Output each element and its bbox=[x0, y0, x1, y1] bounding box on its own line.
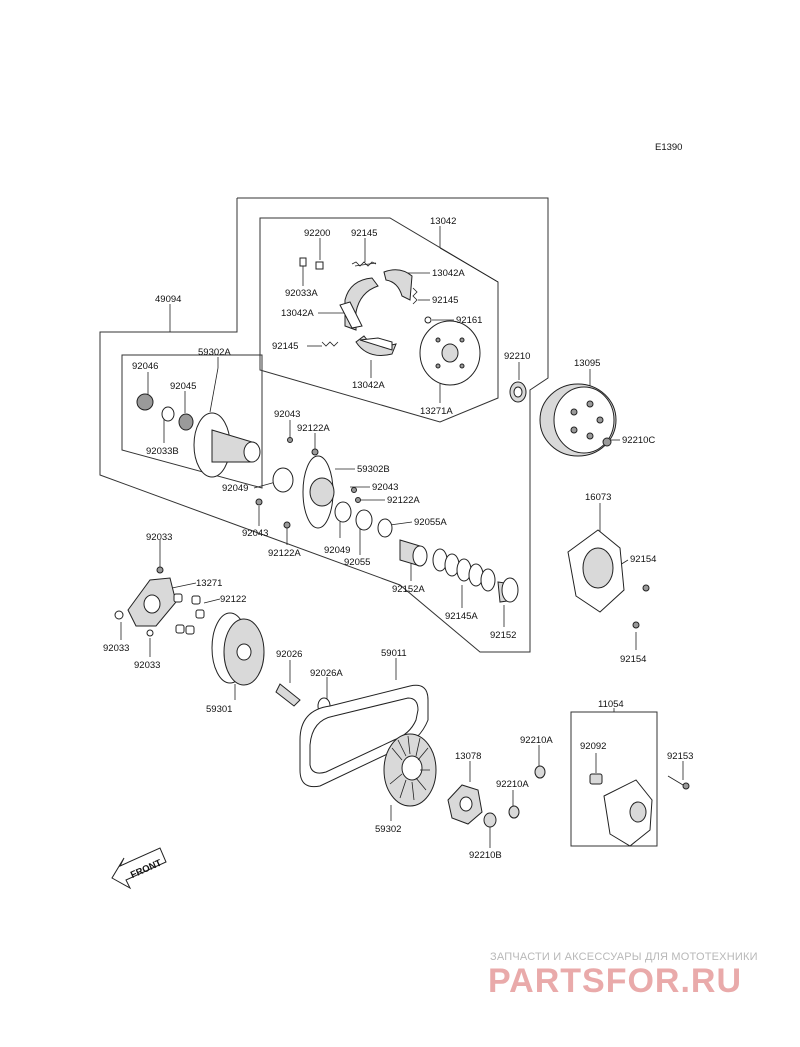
drive-face-59302B bbox=[255, 437, 393, 538]
label-11054: 11054 bbox=[598, 699, 624, 710]
label-92161: 92161 bbox=[456, 315, 482, 326]
label-92210: 92210 bbox=[504, 351, 530, 362]
label-92152: 92152 bbox=[490, 630, 516, 641]
label-92092: 92092 bbox=[580, 741, 606, 752]
label-92046: 92046 bbox=[132, 361, 158, 372]
label-13042A-a: 13042A bbox=[432, 268, 465, 279]
clutch-plate-13271A bbox=[419, 316, 481, 386]
label-92154-a: 92154 bbox=[630, 554, 656, 565]
nut-92210 bbox=[509, 381, 527, 403]
drive-plate-13078 bbox=[447, 765, 546, 828]
label-92210C: 92210C bbox=[622, 435, 655, 446]
label-59302: 59302 bbox=[375, 824, 401, 835]
label-92055: 92055 bbox=[344, 557, 370, 568]
watermark-logo: PARTSFOR.RU bbox=[488, 962, 743, 1000]
label-92154-b: 92154 bbox=[620, 654, 646, 665]
watermark-tagline: ЗАПЧАСТИ И АКСЕССУАРЫ ДЛЯ МОТОТЕХНИКИ bbox=[490, 951, 758, 963]
label-92122: 92122 bbox=[220, 594, 246, 605]
group-outline-59302A bbox=[121, 354, 263, 489]
label-92200: 92200 bbox=[304, 228, 330, 239]
label-92122A-b: 92122A bbox=[387, 495, 420, 506]
label-16073: 16073 bbox=[585, 492, 611, 503]
label-59011: 59011 bbox=[381, 648, 407, 659]
label-59301: 59301 bbox=[206, 704, 232, 715]
label-13042A-c: 13042A bbox=[352, 380, 385, 391]
clutch-housing-13095 bbox=[539, 383, 617, 457]
label-92210B: 92210B bbox=[469, 850, 502, 861]
label-92145-b: 92145 bbox=[432, 295, 458, 306]
label-92055A: 92055A bbox=[414, 517, 447, 528]
label-92210A-b: 92210A bbox=[496, 779, 529, 790]
label-13078: 13078 bbox=[455, 751, 481, 762]
drive-belt-59011 bbox=[299, 684, 429, 788]
group-outline-13042 bbox=[259, 217, 499, 423]
front-arrow-icon: FRONT bbox=[111, 847, 167, 890]
label-13042: 13042 bbox=[430, 216, 456, 227]
label-59302A: 59302A bbox=[198, 347, 231, 358]
label-92026A: 92026A bbox=[310, 668, 343, 679]
label-92043-b: 92043 bbox=[372, 482, 398, 493]
label-92049-a: 92049 bbox=[222, 483, 248, 494]
diagram-code: E1390 bbox=[655, 142, 682, 153]
label-13271: 13271 bbox=[196, 578, 222, 589]
label-13271A: 13271A bbox=[420, 406, 453, 417]
label-92026: 92026 bbox=[276, 649, 302, 660]
label-92152A: 92152A bbox=[392, 584, 425, 595]
label-92145-c: 92145 bbox=[272, 341, 298, 352]
torque-spring-set bbox=[399, 539, 519, 603]
cover-16073 bbox=[567, 529, 650, 629]
label-13042A-b: 13042A bbox=[281, 308, 314, 319]
cover-assembly-11054 bbox=[589, 773, 690, 847]
label-92210A-a: 92210A bbox=[520, 735, 553, 746]
clutch-shoe-assembly-13042 bbox=[299, 257, 418, 356]
label-92122A-a: 92122A bbox=[297, 423, 330, 434]
label-92049-b: 92049 bbox=[324, 545, 350, 556]
label-92145-a: 92145 bbox=[351, 228, 377, 239]
label-92145A: 92145A bbox=[445, 611, 478, 622]
label-92033A: 92033A bbox=[285, 288, 318, 299]
label-92043-c: 92043 bbox=[242, 528, 268, 539]
label-92033-a: 92033 bbox=[146, 532, 172, 543]
group-outline-49094 bbox=[99, 197, 549, 653]
ramp-plate-13271 bbox=[114, 566, 205, 637]
label-92033B: 92033B bbox=[146, 446, 179, 457]
label-92033-b: 92033 bbox=[103, 643, 129, 654]
label-92043-a: 92043 bbox=[274, 409, 300, 420]
fan-pulley-59302 bbox=[383, 733, 437, 807]
pulley-59301 bbox=[211, 612, 265, 686]
label-92033-c: 92033 bbox=[134, 660, 160, 671]
label-59302B: 59302B bbox=[357, 464, 390, 475]
part-labels: 49094 13042 92200 92145 13042A 92033A 92… bbox=[103, 216, 693, 861]
label-49094: 49094 bbox=[155, 294, 181, 305]
label-13095: 13095 bbox=[574, 358, 600, 369]
label-92153: 92153 bbox=[667, 751, 693, 762]
label-92122A-c: 92122A bbox=[268, 548, 301, 559]
sliding-sheave-59302A bbox=[136, 393, 261, 478]
label-92045: 92045 bbox=[170, 381, 196, 392]
